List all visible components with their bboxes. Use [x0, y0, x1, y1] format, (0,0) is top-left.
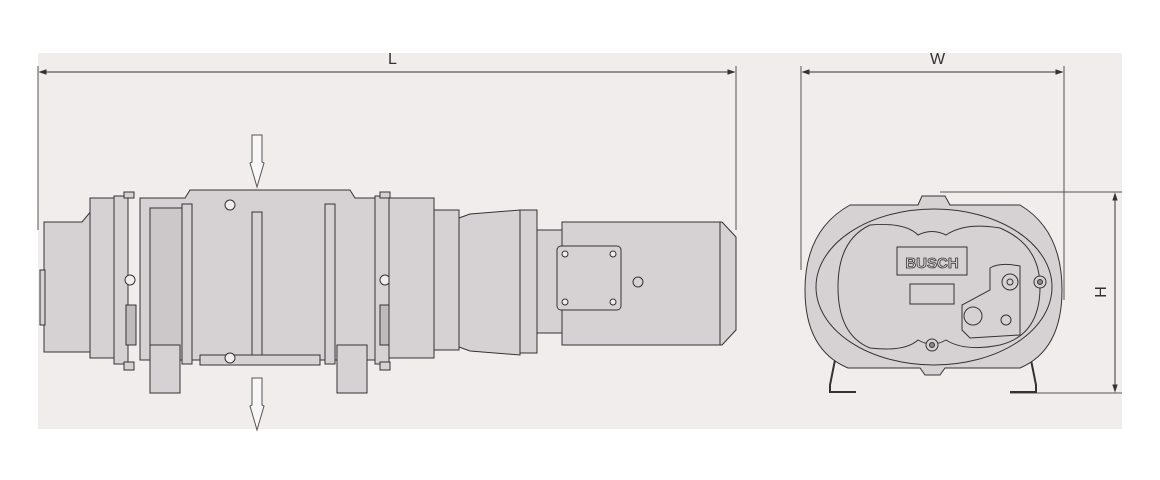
width-dimension-line	[800, 66, 1065, 300]
outlet-arrow-icon	[249, 377, 265, 432]
inlet-arrow-icon	[249, 134, 265, 189]
width-label: W	[930, 51, 946, 68]
busch-logo: BUSCH	[905, 255, 958, 272]
pump-side-view	[39, 189, 737, 394]
pump-end-view: BUSCH	[804, 195, 1063, 393]
length-label: L	[388, 51, 397, 68]
height-label: H	[1092, 286, 1110, 298]
length-dimension-line	[37, 66, 737, 230]
